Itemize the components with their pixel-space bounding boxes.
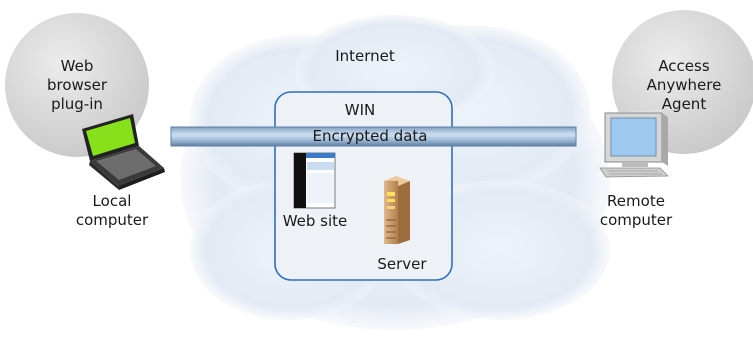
desktop-computer-icon xyxy=(599,110,669,178)
server-icon xyxy=(384,176,410,244)
server-label: Server xyxy=(377,255,427,273)
laptop-icon xyxy=(82,114,165,190)
remote-computer-label: Remote computer xyxy=(599,192,673,229)
web-site-label: Web site xyxy=(282,212,348,230)
internet-label: Internet xyxy=(335,47,395,65)
local-computer-label: Local computer xyxy=(75,192,149,229)
left-bubble-text: Web browser plug-in xyxy=(46,57,107,113)
web-site-icon xyxy=(293,152,336,209)
encrypted-tunnel xyxy=(170,126,577,147)
win-label: WIN xyxy=(344,101,376,119)
tunnel-label: Encrypted data xyxy=(312,127,428,145)
right-bubble-text: Access Anywhere Agent xyxy=(646,57,722,113)
